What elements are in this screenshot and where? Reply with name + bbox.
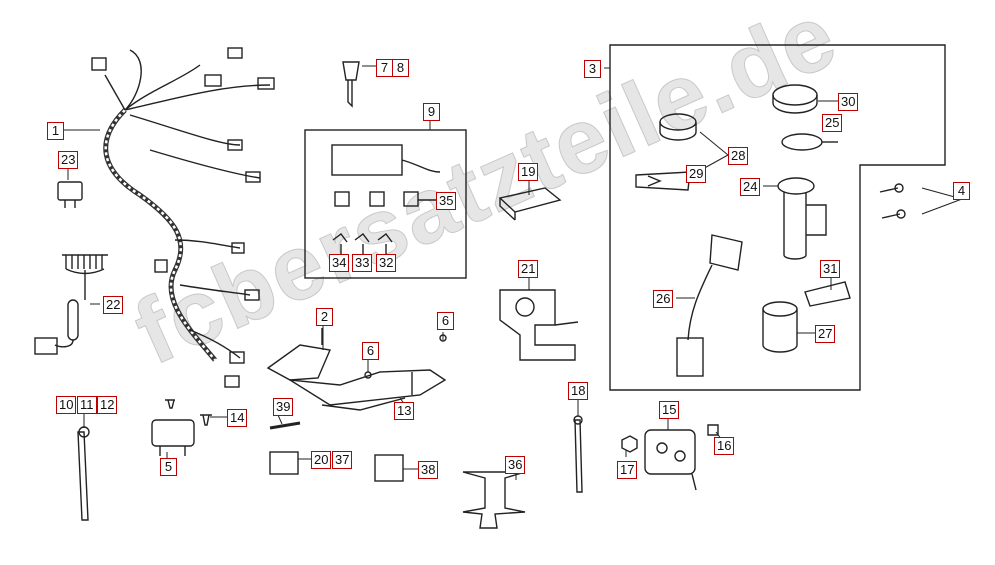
label-19: 19 xyxy=(518,163,539,181)
label-7: 7 xyxy=(376,59,393,77)
relay-23 xyxy=(57,181,83,208)
label-17: 17 xyxy=(617,461,638,479)
label-24: 24 xyxy=(740,178,761,196)
label-8: 8 xyxy=(392,59,409,77)
label-32: 32 xyxy=(376,254,397,272)
screw-14b xyxy=(165,399,175,409)
label-15: 15 xyxy=(659,401,680,419)
nut-17 xyxy=(621,435,638,453)
label-37: 37 xyxy=(332,451,353,469)
cdi-unit-9 xyxy=(331,144,441,254)
label-27: 27 xyxy=(815,325,836,343)
bracket-2-13 xyxy=(266,328,447,411)
key-7-8 xyxy=(342,61,360,108)
label-2: 2 xyxy=(316,308,333,326)
label-9: 9 xyxy=(423,103,440,121)
label-5: 5 xyxy=(160,458,177,476)
lock-15 xyxy=(644,429,697,491)
cable-tie-18 xyxy=(574,419,583,493)
label-6b: 6 xyxy=(362,342,379,360)
connector-38 xyxy=(374,454,404,482)
cable-tie-10-12 xyxy=(77,431,89,521)
switch-5 xyxy=(151,419,195,456)
label-20: 20 xyxy=(311,451,332,469)
label-1: 1 xyxy=(47,122,64,140)
label-11: 11 xyxy=(77,396,97,414)
label-3: 3 xyxy=(584,60,601,78)
box-group-3 xyxy=(609,44,946,391)
wiring-harness xyxy=(91,47,275,388)
wire-connector-22 xyxy=(34,254,108,355)
label-26: 26 xyxy=(653,290,674,308)
screws-4 xyxy=(879,183,906,219)
box-group-9 xyxy=(304,129,467,279)
label-18: 18 xyxy=(568,382,589,400)
label-35: 35 xyxy=(436,192,457,210)
label-16: 16 xyxy=(714,437,735,455)
label-31: 31 xyxy=(820,260,841,278)
screw-14 xyxy=(200,414,212,426)
label-6a: 6 xyxy=(437,312,454,330)
flasher-19 xyxy=(498,187,562,221)
rod-39 xyxy=(269,421,301,430)
label-10: 10 xyxy=(56,396,77,414)
label-30: 30 xyxy=(838,93,859,111)
label-38: 38 xyxy=(418,461,439,479)
bracket-21 xyxy=(499,289,579,361)
label-33: 33 xyxy=(352,254,373,272)
label-25: 25 xyxy=(822,114,843,132)
label-4: 4 xyxy=(953,182,970,200)
label-39: 39 xyxy=(273,398,294,416)
label-28: 28 xyxy=(728,147,749,165)
label-23: 23 xyxy=(58,151,79,169)
lock-set-3 xyxy=(635,84,851,377)
label-13: 13 xyxy=(394,402,415,420)
label-22: 22 xyxy=(103,296,124,314)
grommet-36 xyxy=(462,471,526,529)
label-29: 29 xyxy=(686,165,707,183)
connector-20-37 xyxy=(269,451,299,475)
label-12: 12 xyxy=(97,396,118,414)
label-14: 14 xyxy=(227,409,248,427)
label-34: 34 xyxy=(329,254,350,272)
label-21: 21 xyxy=(518,260,539,278)
label-36: 36 xyxy=(505,456,526,474)
